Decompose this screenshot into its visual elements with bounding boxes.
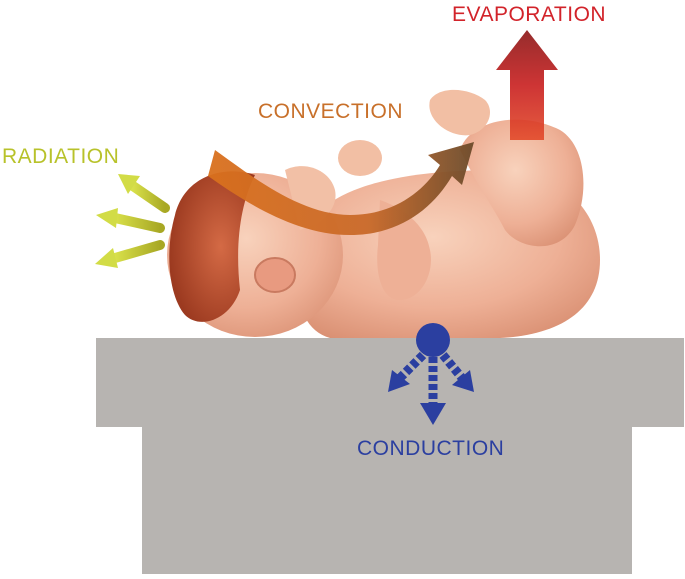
conduction-label: CONDUCTION xyxy=(357,437,505,460)
evaporation-arrow xyxy=(496,30,558,140)
conduction-source-dot xyxy=(416,323,450,357)
evaporation-label: EVAPORATION xyxy=(452,3,607,26)
radiation-arrow-middle xyxy=(96,208,165,233)
surface-block xyxy=(96,338,684,574)
infant-foot xyxy=(429,89,490,136)
conduction-arrows xyxy=(388,323,474,425)
radiation-arrow-bottom xyxy=(95,240,165,268)
conduction-arrow-right xyxy=(439,352,474,392)
infant-ear xyxy=(254,257,296,293)
conduction-arrow-left xyxy=(388,351,427,392)
radiation-label: RADIATION xyxy=(2,145,120,168)
convection-label: CONVECTION xyxy=(258,100,404,123)
evaporation-arrow-shape xyxy=(496,30,558,140)
infant-fist xyxy=(338,140,382,176)
conduction-arrow-center xyxy=(420,357,446,425)
radiation-arrow-top xyxy=(118,174,170,213)
convection-arrow-shape xyxy=(208,142,474,235)
radiation-arrows xyxy=(95,174,170,268)
convection-arrow xyxy=(208,142,474,235)
surface-shape xyxy=(96,338,684,574)
infant-illustration xyxy=(167,89,600,338)
infant-leg xyxy=(460,119,584,247)
infant-hair xyxy=(169,171,255,322)
